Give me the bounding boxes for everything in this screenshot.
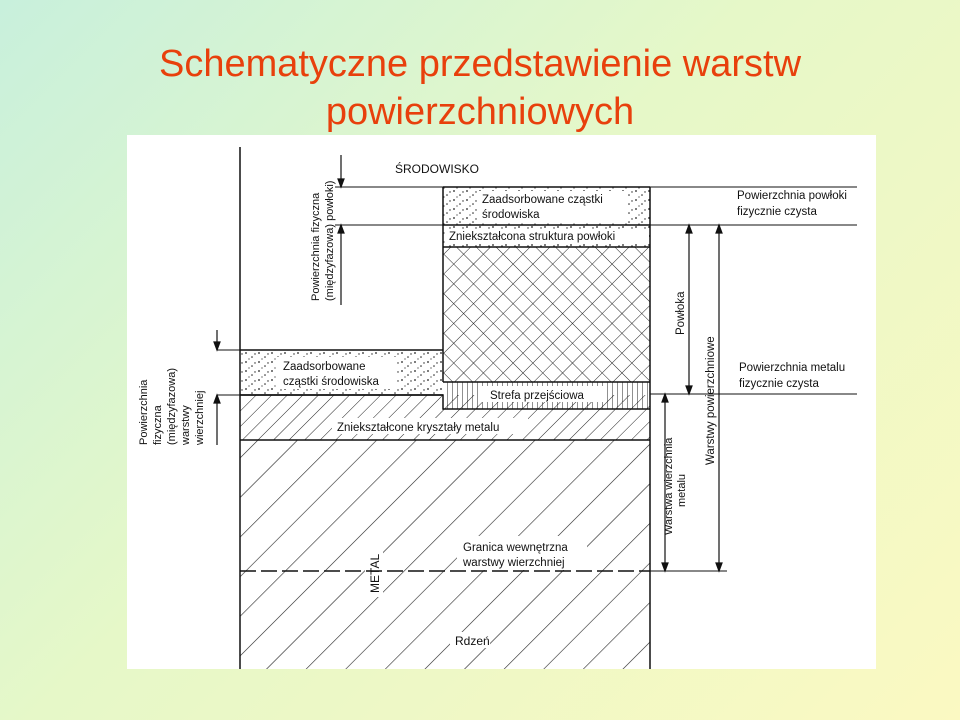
label-metal-adsorbed-2: cząstki środowiska	[283, 376, 379, 388]
label-core: Rdzeń	[455, 634, 490, 648]
label-inner-boundary-1: Granica wewnętrzna	[463, 542, 568, 554]
label-coating-interface-2: (międzyfazowa) powłoki)	[324, 181, 336, 301]
slide-title: Schematyczne przedstawienie warstw powie…	[0, 40, 960, 136]
label-metal-surface-layer-2: metalu	[676, 474, 688, 507]
title-line-2: powierzchniowych	[325, 91, 635, 133]
coating-body	[443, 247, 650, 382]
label-deformed-coating: Zniekształcona struktura powłoki	[449, 231, 615, 243]
label-metal-interface-4: warstwy	[180, 405, 192, 446]
label-metal: METAL	[368, 554, 382, 593]
label-metal-interface-1: Powierzchnia	[138, 379, 150, 445]
label-metal-clean-2: fizycznie czysta	[739, 378, 819, 390]
label-inner-boundary-2: warstwy wierzchniej	[462, 557, 565, 569]
label-coating-clean-1: Powierzchnia powłoki	[737, 190, 847, 202]
label-coating: Powłoka	[675, 291, 687, 335]
label-surface-layers: Warstwy powierzchniowe	[705, 336, 717, 465]
title-line-1: Schematyczne przedstawienie warstw	[158, 43, 802, 85]
label-metal-adsorbed-1: Zaadsorbowane	[283, 361, 365, 373]
surface-layers-diagram: ŚRODOWISKO Zaadsorbowane cząstki środowi…	[127, 135, 876, 669]
label-coating-clean-2: fizycznie czysta	[737, 206, 817, 218]
label-metal-interface-2: fizyczna	[152, 404, 164, 445]
label-metal-surface-layer-1: Warstwa wierzchnia	[663, 437, 675, 535]
label-metal-clean-1: Powierzchnia metalu	[739, 362, 845, 374]
label-coating-adsorbed-1: Zaadsorbowane cząstki	[482, 194, 603, 206]
label-coating-interface-1: Powierzchnia fizyczna	[310, 192, 322, 301]
label-transition-zone: Strefa przejściowa	[490, 390, 585, 402]
label-coating-adsorbed-2: środowiska	[482, 209, 540, 221]
metal-core-region	[240, 440, 650, 669]
label-environment: ŚRODOWISKO	[395, 161, 479, 176]
label-deformed-crystals: Zniekształcone kryształy metalu	[337, 422, 499, 434]
label-metal-interface-3: (międzyfazowa)	[166, 368, 178, 445]
label-metal-interface-5: wierzchniej	[194, 391, 206, 446]
